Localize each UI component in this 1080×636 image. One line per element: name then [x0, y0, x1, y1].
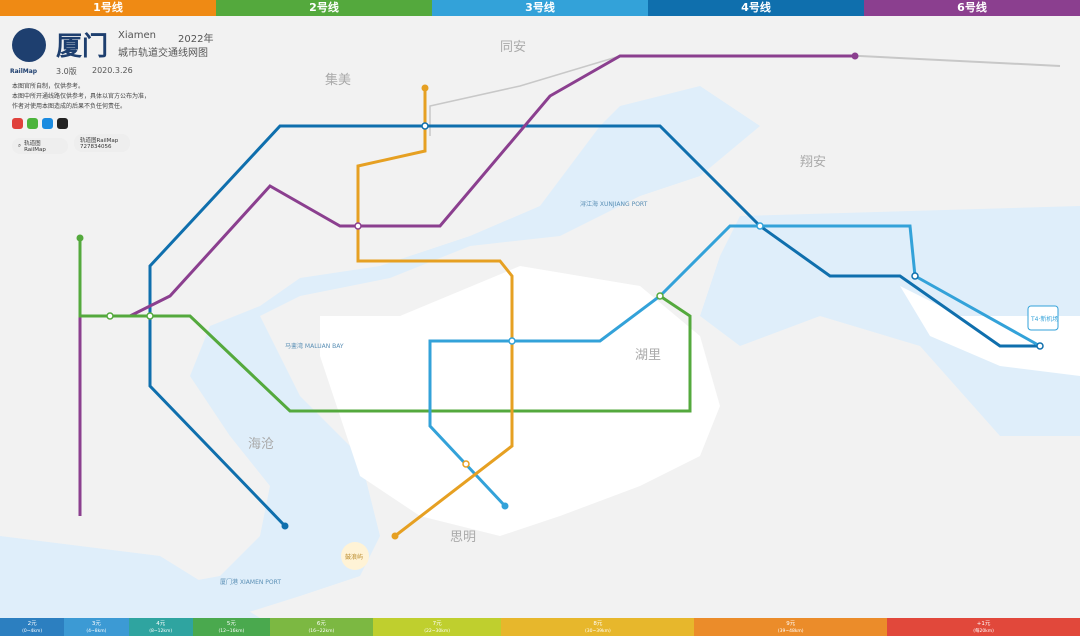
terminal-line1-south	[391, 532, 399, 540]
map-version: 3.0版	[56, 67, 77, 76]
east-water	[700, 206, 1080, 436]
social-icons	[12, 118, 68, 129]
fare-9: 9元(39~48km)	[694, 618, 888, 636]
region-label: 湖里	[635, 348, 661, 363]
region-label: 翔安	[800, 155, 826, 170]
search-label: 轨道图RailMap	[24, 141, 46, 153]
metro-map[interactable]: 集美 同安 翔安 湖里 思明 海沧 马銮湾 MALUAN BAY 浔江海 XUN…	[0, 16, 1080, 618]
terminal-line2-west	[76, 234, 84, 242]
station-lvcuo[interactable]	[508, 337, 516, 345]
terminal-line3-south	[501, 502, 509, 510]
note-line: 本图中所开通线路仅供参考，具体以官方公布为准，	[12, 93, 151, 100]
qq-icon[interactable]	[57, 118, 68, 129]
legend-line-1[interactable]: 1号线	[0, 0, 216, 16]
terminal-line4-south	[281, 522, 289, 530]
water-label: 马銮湾 MALUAN BAY	[285, 342, 344, 350]
airport-badge[interactable]	[1027, 305, 1059, 331]
terminal-line6-east	[851, 52, 859, 60]
map-subtitle: 城市轨道交通线网图	[118, 48, 208, 59]
station-xiangan[interactable]	[911, 272, 919, 280]
region-label: 同安	[500, 40, 526, 55]
fare-5: 5元(12~16km)	[192, 618, 270, 636]
line-legend-bar: 1号线 2号线 3号线 4号线 6号线	[0, 0, 1080, 16]
zhihu-icon[interactable]	[42, 118, 53, 129]
station-jimei-software[interactable]	[354, 222, 362, 230]
legend-line-3[interactable]: 3号线	[432, 0, 648, 16]
water-label: 厦门港 XIAMEN PORT	[220, 578, 281, 586]
station-lianban[interactable]	[462, 460, 470, 468]
fare-4: 4元(8~12km)	[128, 618, 193, 636]
airport-badge-label: T4·新机场	[1030, 315, 1058, 323]
fare-3: 3元(4~8km)	[64, 618, 129, 636]
search-icon: ⌕	[18, 142, 22, 149]
line-1[interactable]	[356, 91, 514, 538]
fare-7: 7元(22~30km)	[372, 618, 502, 636]
map-date: 2020.3.26	[92, 66, 133, 75]
terminal-line1-north	[421, 84, 429, 92]
map-year: 2022年	[178, 34, 214, 45]
map-canvas[interactable]: 集美 同安 翔安 湖里 思明 海沧 马銮湾 MALUAN BAY 浔江海 XUN…	[0, 16, 1080, 618]
water-label: 浔江海 XUNJIANG PORT	[580, 200, 648, 208]
city-title: 厦门	[56, 32, 109, 62]
gulangyu-island[interactable]	[341, 542, 369, 570]
note-line: 作者对使用本图造成的后果不负任何责任。	[12, 103, 127, 110]
brand-label: RailMap	[10, 68, 38, 75]
region-label: 海沧	[248, 436, 274, 452]
region-label: 思明	[450, 530, 476, 545]
station-wuyuan[interactable]	[656, 292, 664, 300]
xiamen-island	[320, 266, 720, 536]
legend-line-2[interactable]: 2号线	[216, 0, 432, 16]
fare-extra: +1元(每20km)	[887, 618, 1080, 636]
search-pill[interactable]: ⌕ 轨道图RailMap	[12, 138, 68, 154]
fare-2: 2元(0~4km)	[0, 618, 65, 636]
railmap-logo	[12, 28, 46, 62]
fare-bar: 2元(0~4km) 3元(4~8km) 4元(8~12km) 5元(12~16k…	[0, 618, 1080, 636]
harbor-water	[0, 86, 760, 618]
station-haicang[interactable]	[146, 312, 154, 320]
fare-8: 8元(30~39km)	[501, 618, 695, 636]
region-label: 集美	[325, 72, 351, 88]
disclaimer-notes: 本图官所自制，仅供参考。 本图中所开通线路仅供参考，具体以官方公布为准， 作者对…	[12, 82, 262, 112]
line-2[interactable]	[78, 241, 692, 413]
station-xiamen-north[interactable]	[421, 122, 429, 130]
weibo-account: 轨道图RailMap	[80, 138, 119, 144]
contact-pill[interactable]: 轨道图RailMap 727834056	[74, 134, 130, 152]
station-hongtang[interactable]	[756, 222, 764, 230]
city-en: Xiamen	[118, 30, 156, 41]
south-water	[0, 536, 260, 618]
legend-line-6[interactable]: 6号线	[864, 0, 1080, 16]
fare-6: 6元(16~22km)	[269, 618, 373, 636]
future-line-north	[429, 55, 621, 136]
note-line: 本图官所自制，仅供参考。	[12, 83, 85, 90]
line-4-south[interactable]	[148, 316, 287, 528]
station-airport[interactable]	[1036, 342, 1044, 350]
weibo-icon[interactable]	[12, 118, 23, 129]
wechat-icon[interactable]	[27, 118, 38, 129]
station-maluan[interactable]	[106, 312, 114, 320]
gulangyu-label: 鼓浪屿	[345, 553, 363, 561]
qq-number: 727834056	[80, 144, 112, 150]
legend-line-4[interactable]: 4号线	[648, 0, 864, 16]
